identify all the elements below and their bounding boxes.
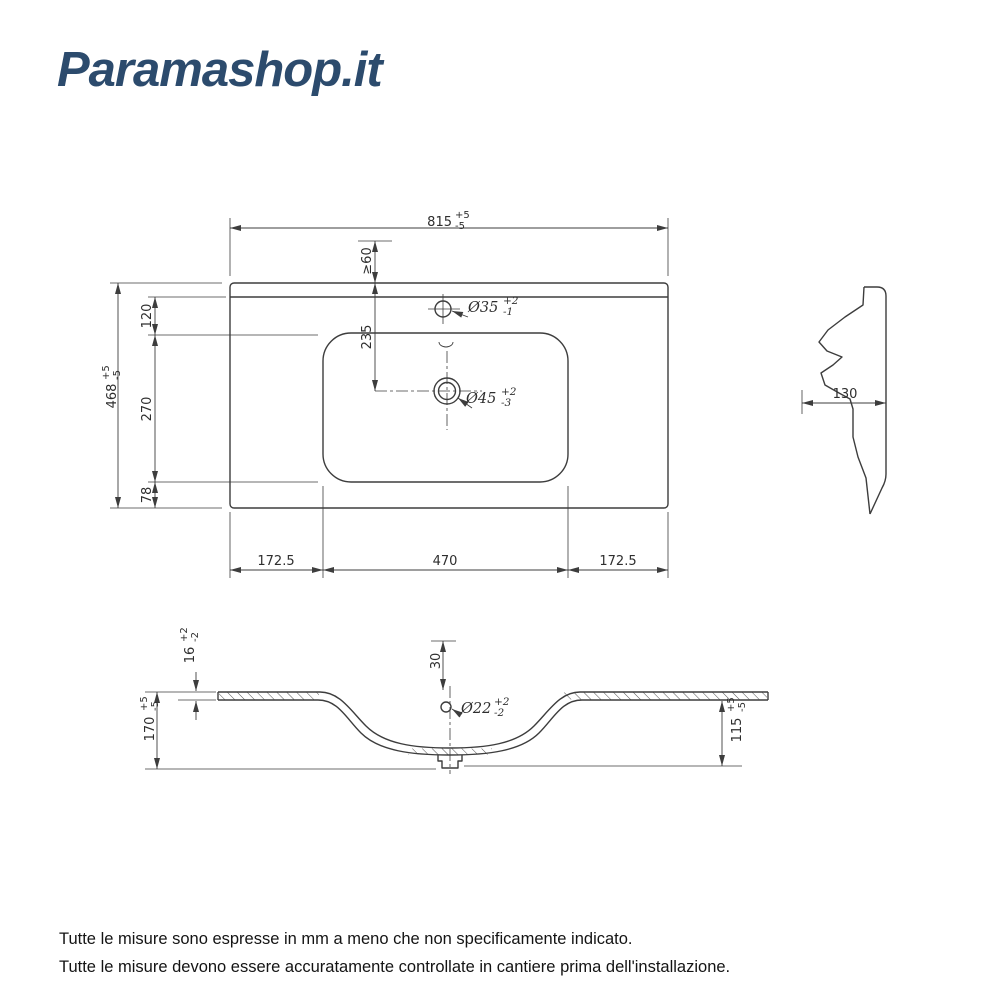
faucet-hole-tol-minus: -1: [503, 306, 513, 318]
dim-left-chain: 120 270 78: [110, 282, 318, 509]
dim-width-tol-minus: -5: [455, 221, 465, 232]
rim-hatch-right: [562, 692, 767, 700]
dim-overflow-label: 30: [429, 653, 444, 670]
dim-bowl-height-value: 115: [730, 718, 745, 743]
top-view: 815 +5 -5 ≥60 235: [101, 210, 669, 578]
dim-rim-tol-plus: +2: [179, 627, 190, 642]
right-section-view: 130: [801, 286, 887, 515]
dim-height-468: 468 +5 -5: [101, 283, 123, 508]
dim-bowl-height-115: 115 +5 -5: [464, 697, 748, 767]
label-section-drain: Ø22 +2 -2: [451, 696, 510, 719]
brand-logo: Paramashop.it: [57, 43, 383, 97]
dim-bowl-height-tol-minus: -5: [737, 702, 748, 712]
section-drain-tol-plus: +2: [494, 696, 510, 708]
dim-width-815: 815 +5 -5: [229, 210, 669, 276]
drain-stub: [437, 755, 463, 769]
dim-bowl-height-tol-plus: +5: [726, 697, 737, 712]
section-top-surface: [218, 691, 768, 749]
side-profile-outer: [864, 286, 887, 515]
dim-height-tol-minus: -5: [112, 370, 123, 380]
dim-bottom-chain: 172.5 470 172.5: [229, 486, 669, 578]
overflow-slot: [438, 341, 454, 348]
dim-total-height-value: 170: [143, 717, 158, 742]
footer-notes: Tutte le misure sono espresse in mm a me…: [59, 925, 730, 981]
bottom-section-view: Ø22 +2 -2 30 16 +2 -2: [139, 627, 769, 774]
label-drain-hole: Ø45 +2 -3: [457, 386, 517, 409]
dim-width-tol-plus: +5: [455, 210, 470, 221]
drain-hole-value: Ø45: [465, 391, 496, 407]
note-line-2: Tutte le misure devono essere accuratame…: [59, 958, 731, 976]
dim-seg-bottom-label: 78: [140, 487, 155, 504]
section-underside: [218, 699, 768, 756]
section-drain-tol-minus: -2: [494, 707, 505, 719]
dim-faucet-center-235: 235: [360, 283, 378, 391]
dim-depth-label: 130: [833, 387, 858, 402]
rim-hatch-left: [219, 692, 319, 700]
dim-total-height-170: 170 +5 -5: [139, 692, 436, 770]
dim-overflow-30: 30: [429, 640, 456, 690]
dim-seg-mid-label: 270: [140, 397, 155, 422]
dim-rim-value: 16: [183, 647, 198, 664]
basin-outline: [322, 332, 569, 483]
faucet-hole-tol-plus: +2: [503, 295, 519, 307]
dim-min-clearance-60: ≥60: [358, 240, 392, 283]
dim-depth-130: 130: [801, 387, 886, 414]
drain-hole-tol-minus: -3: [501, 397, 512, 409]
section-drain-value: Ø22: [460, 701, 491, 717]
drain-hole-tol-plus: +2: [501, 386, 517, 398]
counter-outline: [229, 282, 669, 509]
side-profile-inner: [818, 286, 871, 515]
dim-bottom-right-label: 172.5: [599, 554, 636, 569]
dim-total-height-tol-minus: -5: [150, 701, 161, 711]
faucet-hole-value: Ø35: [467, 300, 498, 316]
dim-height-value: 468: [105, 384, 120, 409]
label-faucet-hole: Ø35 +2 -1: [451, 295, 519, 318]
dim-bottom-center-label: 470: [433, 554, 458, 569]
dim-seg-top-label: 120: [140, 304, 155, 329]
dim-min-clearance-label: ≥60: [360, 247, 375, 274]
dim-rim-tol-minus: -2: [190, 632, 201, 642]
dim-height-tol-plus: +5: [101, 365, 112, 380]
note-line-1: Tutte le misure sono espresse in mm a me…: [59, 930, 633, 948]
dim-bottom-left-label: 172.5: [257, 554, 294, 569]
dim-faucet-center-label: 235: [360, 325, 375, 350]
dim-width-value: 815: [427, 215, 452, 230]
section-drain-hole: [440, 701, 452, 713]
dim-total-height-tol-plus: +5: [139, 696, 150, 711]
